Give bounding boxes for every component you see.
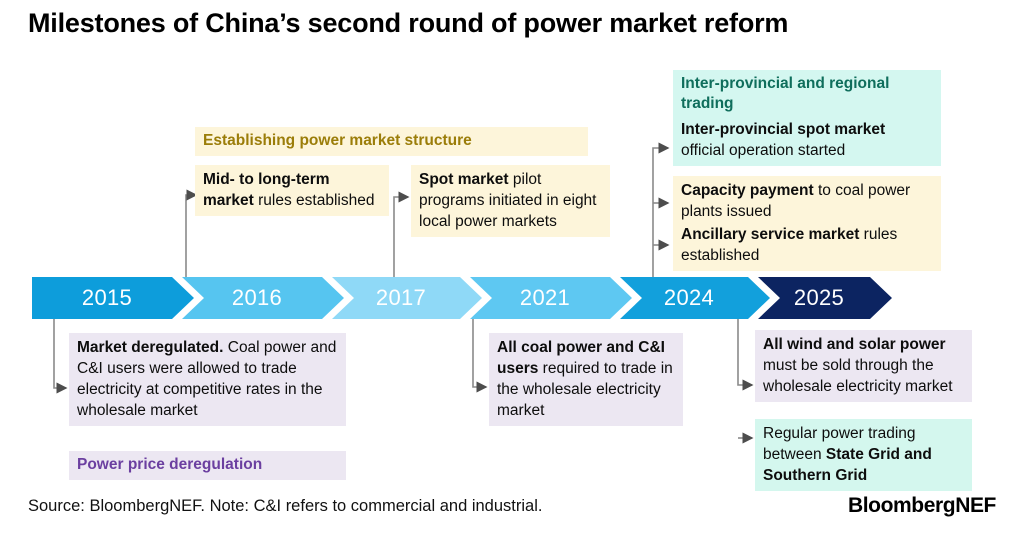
callout-bold-text: Inter-provincial spot market: [681, 121, 886, 138]
connector-2017: [393, 191, 410, 277]
callout-rest-text: to coal power plants issued: [681, 182, 911, 221]
callout-bold-text: All wind and solar power: [763, 336, 946, 353]
source-note: Source: BloombergNEF. Note: C&I refers t…: [28, 497, 543, 515]
callout-market-deregulated: Market deregulated. Coal power and C&I u…: [69, 333, 346, 427]
callout-regular-power-trading: Regular power trading between State Grid…: [755, 419, 972, 492]
callout-bold-text: Mid- to long-term market: [203, 171, 330, 210]
callout-rest-text: pilot programs initiated in eight local …: [419, 171, 597, 231]
group-header-inter-provincial: Inter-provincial and regional trading: [673, 70, 941, 120]
group-header-power-price-deregulation: Power price deregulation: [69, 451, 346, 481]
callout-capacity-payment: Capacity payment to coal power plants is…: [673, 176, 941, 228]
callout-rest-text: rules established: [681, 226, 898, 265]
page-title: Milestones of China’s second round of po…: [28, 8, 789, 38]
callout-rest-text: Coal power and C&I users were allowed to…: [77, 339, 337, 420]
timeline-bar: 2015 2016 2017 2021 2024 2025: [32, 277, 892, 319]
callout-spot-market: Spot market pilot programs initiated in …: [411, 165, 610, 238]
timeline-segment-2021[interactable]: 2021: [470, 277, 632, 319]
connector-2025-a: [737, 319, 754, 391]
callout-mid-long-term-market: Mid- to long-term market rules establish…: [195, 165, 389, 217]
bloombergnef-logo: BloombergNEF: [847, 494, 996, 517]
callout-bold-text: All coal power and C&I users: [497, 339, 665, 378]
callout-rest-text: official operation started: [681, 142, 846, 160]
callout-bold-text: Spot market: [419, 171, 509, 188]
callout-ancillary-service-market: Ancillary service market rules establish…: [673, 220, 941, 272]
timeline-year-label: 2021: [519, 285, 571, 310]
callout-bold-text: Capacity payment: [681, 182, 814, 199]
timeline-year-label: 2015: [81, 285, 133, 310]
timeline-segment-2025[interactable]: 2025: [758, 277, 892, 319]
callout-pre-text: Regular power trading between: [763, 425, 916, 464]
callout-rest-text: rules established: [253, 192, 375, 210]
timeline-segment-2017[interactable]: 2017: [332, 277, 482, 319]
group-header-power-market-structure: Establishing power market structure: [195, 127, 588, 157]
timeline-segment-2024[interactable]: 2024: [620, 277, 770, 319]
callout-bold-text: Market deregulated.: [77, 339, 224, 356]
connector-2021: [472, 319, 488, 393]
callout-bold-text: Ancillary service market: [681, 226, 860, 243]
callout-all-wind-and-solar: All wind and solar power must be sold th…: [755, 330, 972, 403]
timeline-year-label: 2017: [375, 285, 427, 310]
timeline-segment-2015[interactable]: 2015: [32, 277, 194, 319]
callout-inter-provincial-spot-market: Inter-provincial spot market official op…: [673, 115, 941, 167]
callout-all-coal-power: All coal power and C&I users required to…: [489, 333, 683, 427]
timeline-year-label: 2024: [663, 285, 715, 310]
timeline-year-label: 2025: [793, 285, 845, 310]
callout-rest-text: must be sold through the wholesale elect…: [763, 357, 953, 396]
connector-2015: [53, 319, 68, 394]
callout-rest-text: required to trade in the wholesale elect…: [497, 360, 673, 420]
timeline-year-label: 2016: [231, 285, 283, 310]
connector-2024-a: [652, 142, 670, 277]
timeline-segment-2016[interactable]: 2016: [182, 277, 344, 319]
callout-bold-text: State Grid and Southern Grid: [763, 446, 932, 485]
